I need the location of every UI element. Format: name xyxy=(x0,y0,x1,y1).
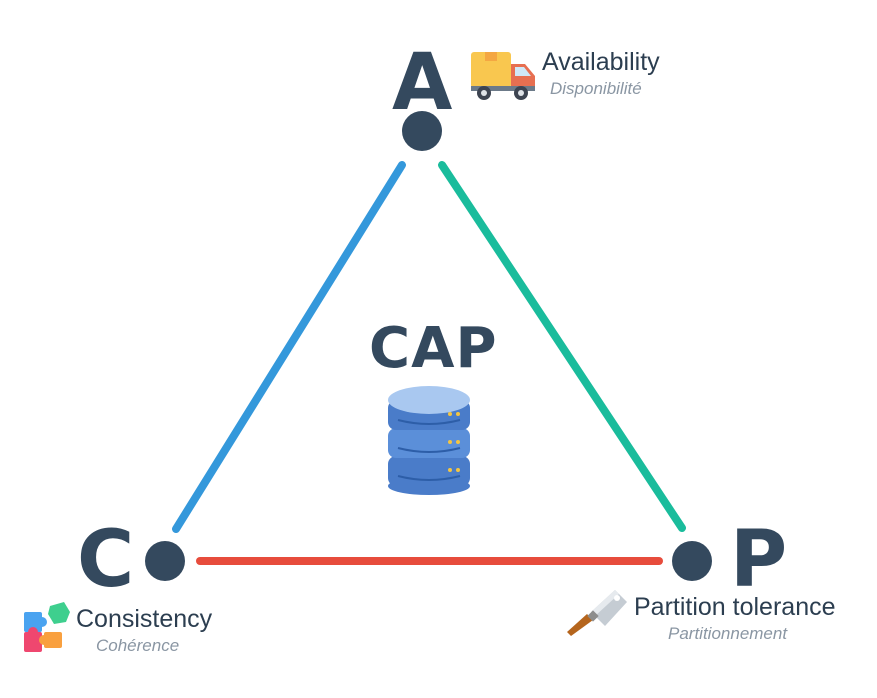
partition-tolerance-sublabel: Partitionnement xyxy=(668,624,788,643)
node-c xyxy=(145,541,185,581)
edge-a-c xyxy=(172,161,406,533)
vertex-a-letter: A xyxy=(392,38,453,128)
edge-a-p xyxy=(438,161,686,532)
puzzle-pieces-icon xyxy=(24,602,70,652)
consistency-sublabel: Cohérence xyxy=(96,636,180,655)
consistency-label: Consistency xyxy=(76,605,213,633)
node-p xyxy=(672,541,712,581)
availability-label: Availability xyxy=(542,48,660,76)
vertex-c-letter: C xyxy=(77,515,135,605)
node-a xyxy=(402,111,442,151)
partition-tolerance-label: Partition tolerance xyxy=(634,593,836,621)
vertex-p-letter: P xyxy=(730,515,788,605)
database-icon xyxy=(388,386,470,495)
availability-sublabel: Disponibilité xyxy=(550,79,642,98)
cleaver-knife-icon xyxy=(567,590,627,636)
cap-title: CAP xyxy=(369,316,498,381)
delivery-truck-icon xyxy=(471,52,535,100)
